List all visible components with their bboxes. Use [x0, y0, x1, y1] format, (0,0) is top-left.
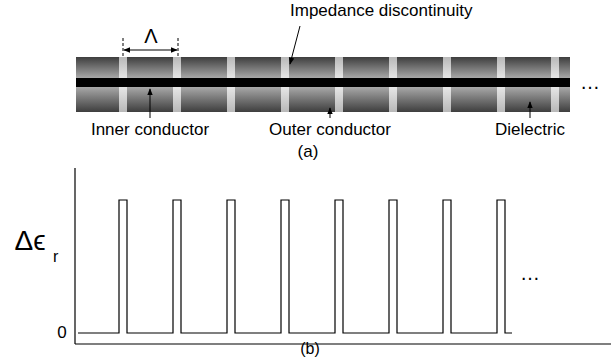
x-axis — [75, 343, 611, 344]
part-label: Outer conductor — [269, 121, 391, 140]
discontinuity-segment — [119, 57, 127, 78]
discontinuity-segment — [551, 87, 559, 112]
part-label: Dielectric — [495, 121, 565, 140]
discontinuity-segment — [119, 87, 127, 112]
discontinuity-segment — [443, 87, 451, 112]
discontinuity-segment — [335, 87, 343, 112]
period-label: Λ — [144, 25, 157, 47]
leader-arrow — [330, 108, 331, 118]
discontinuity-segment — [281, 87, 289, 112]
discontinuity-segment — [173, 87, 181, 112]
leader-arrow — [530, 102, 531, 118]
discontinuity-segment — [227, 87, 235, 112]
discontinuity-segment — [227, 57, 235, 78]
axis-label: r — [53, 248, 58, 266]
pulse-train — [78, 200, 512, 333]
discontinuity-segment — [335, 57, 343, 78]
discontinuity-segment — [173, 57, 181, 78]
tick-label: 0 — [57, 324, 66, 343]
y-axis — [74, 168, 75, 344]
discontinuity-segment — [389, 87, 397, 112]
discontinuity-segment — [389, 57, 397, 78]
panel-label: (a) — [298, 143, 319, 162]
discontinuity-segment — [443, 57, 451, 78]
inner-conductor — [76, 78, 570, 87]
outer-band-top — [76, 57, 570, 78]
discontinuity-segment — [497, 87, 505, 112]
leader-arrow — [290, 26, 300, 64]
continuation-mark: … — [520, 262, 540, 284]
leader-arrow — [150, 89, 151, 118]
part-label: Inner conductor — [91, 121, 209, 140]
discontinuity-segment — [281, 57, 289, 78]
part-label: Impedance discontinuity — [290, 2, 472, 21]
period-tick — [123, 38, 124, 57]
axis-label: Δϵ — [14, 226, 45, 257]
leader-lines — [123, 26, 530, 118]
discontinuity-segment — [497, 57, 505, 78]
period-arrow — [124, 50, 177, 51]
discontinuity-segment — [551, 57, 559, 78]
panel-label: (b) — [300, 340, 320, 358]
plot — [75, 168, 611, 344]
continuation-mark: … — [580, 71, 600, 93]
period-tick — [178, 38, 179, 57]
